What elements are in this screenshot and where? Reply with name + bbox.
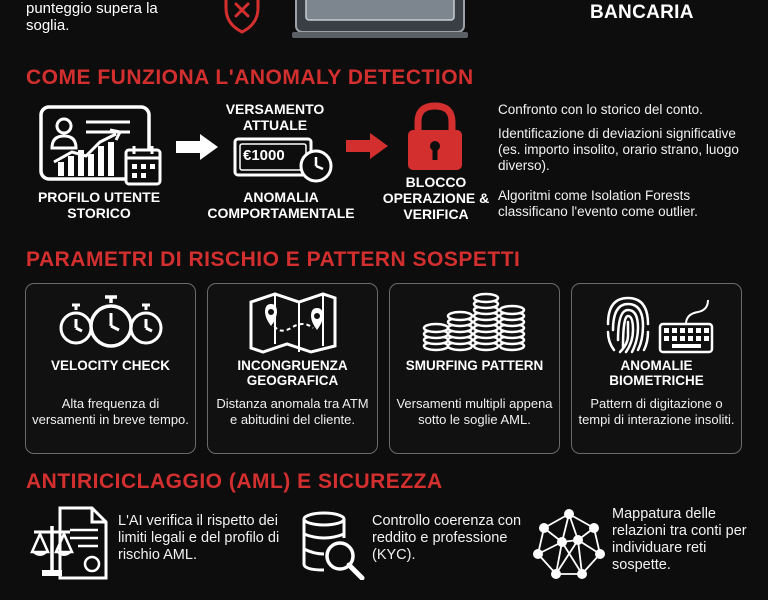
intro-text: punteggio supera la soglia. [26,0,158,34]
kyc-text: Controllo coerenza con reddito e profess… [372,513,522,563]
shield-x-icon [224,0,260,34]
card-biometric-anomalies: ANOMALIE BIOMETRICHE Pattern di digitazi… [571,283,742,454]
section-title-anomaly-detection: COME FUNZIONA L'ANOMALY DETECTION [26,66,474,89]
deposit-caption: VERSAMENTO ATTUALE [225,101,325,133]
card-text: Versamenti multipli appena sotto le sogl… [396,396,553,427]
card-text: Alta frequenza di versamenti in breve te… [32,396,189,427]
card-title: ANOMALIE BIOMETRICHE [609,358,704,388]
bank-label: BANCARIA [590,2,694,23]
network-mapping-text: Mappatura delle relazioni tra conti per … [612,506,747,573]
card-title: INCONGRUENZA GEOGRAFICA [237,358,348,388]
anomaly-caption: ANOMALIA COMPORTAMENTALE [207,189,355,221]
card-text: Distanza anomala tra ATM e abitudini del… [216,396,369,427]
fingerprint-keyboard-icon [606,296,713,354]
map-icon [249,292,336,354]
padlock-icon [408,102,462,170]
card-velocity-check: VELOCITY CHECK Alta frequenza di versame… [25,283,196,454]
arrow-right-icon [176,134,218,160]
coin-stacks-icon [422,292,525,352]
scales-document-icon [30,506,108,580]
card-text: Pattern di digitazione o tempi di intera… [578,396,735,427]
section-title-aml-security: ANTIRICICLAGGIO (AML) E SICUREZZA [26,470,443,493]
card-geographic-incongruence: INCONGRUENZA GEOGRAFICA Distanza anomala… [207,283,378,454]
note-deviation: Identificazione di deviazioni significat… [498,126,739,173]
user-profile-chart-icon [39,105,162,186]
database-search-icon [302,511,365,580]
banknote-clock-icon [233,137,333,183]
section-title-risk-parameters: PARAMETRI DI RISCHIO E PATTERN SOSPETTI [26,248,521,271]
banknote-amount: €1000 [243,147,285,164]
stopwatch-icon [59,295,162,348]
card-title: VELOCITY CHECK [50,358,170,373]
note-isolation-forest: Algoritmi come Isolation Forests classif… [498,188,698,219]
profile-caption: PROFILO UTENTE STORICO [37,189,161,221]
note-history: Confronto con lo storico del conto. [498,102,703,117]
card-smurfing-pattern: SMURFING PATTERN Versamenti multipli app… [389,283,560,454]
arrow-right-red-icon [346,133,388,159]
atm-device-icon [292,0,468,38]
card-title: SMURFING PATTERN [405,358,544,373]
block-caption: BLOCCO OPERAZIONE & VERIFICA [382,174,490,222]
aml-limits-text: L'AI verifica il rispetto dei limiti leg… [118,513,280,563]
network-icon [533,509,605,579]
